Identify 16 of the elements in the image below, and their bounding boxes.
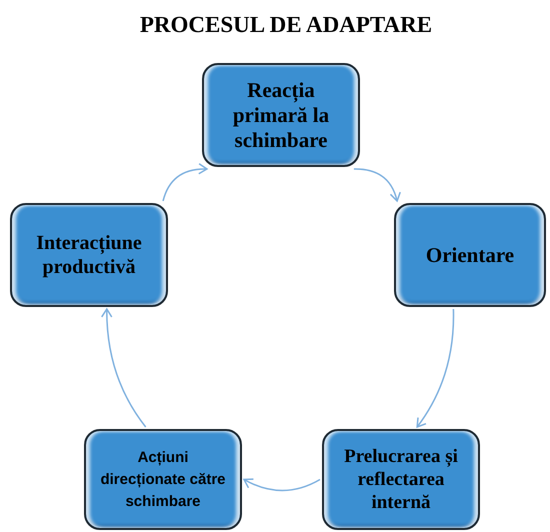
process-box [322, 429, 480, 530]
box-label: Orientare [426, 242, 514, 268]
box-label: Acțiuni direcționate către schimbare [99, 448, 227, 512]
curved-arrow [101, 308, 146, 428]
curved-arrow [162, 163, 208, 202]
box-label: Reacția primară la schimbare [232, 78, 330, 152]
process-box [202, 63, 360, 167]
diagram-title: PROCESUL DE ADAPTARE [138, 11, 434, 39]
process-box [10, 203, 168, 307]
curved-arrow [243, 478, 320, 492]
process-box [394, 203, 546, 307]
process-box [84, 429, 242, 530]
box-label: Interacțiune productivă [35, 231, 143, 279]
curved-arrow [354, 168, 401, 202]
curved-arrow [416, 309, 454, 428]
box-label: Prelucrarea și reflectarea internă [343, 445, 459, 514]
